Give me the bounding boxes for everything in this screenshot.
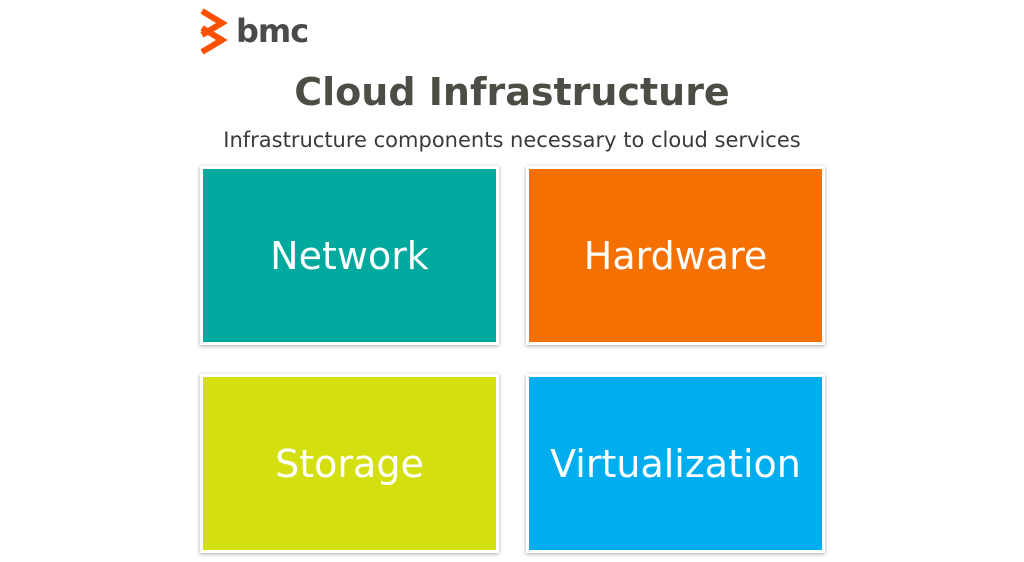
tile-network: Network [200, 166, 499, 345]
logo-text: bmc [236, 12, 309, 50]
tile-label-hardware: Hardware [583, 233, 768, 278]
bmc-chevron-logo-icon [200, 8, 228, 54]
bmc-logo: bmc [196, 8, 309, 54]
tile-label-storage: Storage [275, 441, 424, 486]
tile-storage: Storage [200, 374, 499, 553]
tile-hardware: Hardware [526, 166, 825, 345]
page-subtitle: Infrastructure components necessary to c… [223, 128, 801, 152]
page-title: Cloud Infrastructure [294, 70, 730, 114]
tile-virtualization: Virtualization [526, 374, 825, 553]
tile-label-network: Network [270, 233, 429, 278]
tile-label-virtualization: Virtualization [550, 441, 801, 486]
